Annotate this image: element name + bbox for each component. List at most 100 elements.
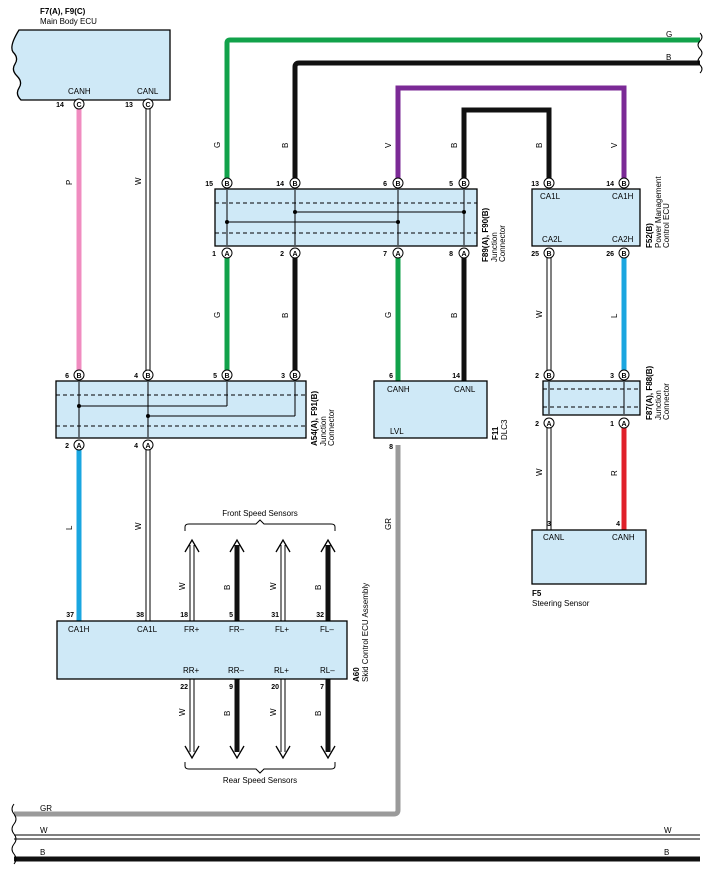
svg-text:CANL: CANL	[543, 533, 565, 542]
svg-text:38: 38	[136, 612, 144, 619]
svg-text:Connector: Connector	[498, 225, 507, 262]
svg-text:W: W	[134, 522, 143, 530]
svg-text:P: P	[65, 180, 74, 185]
svg-text:B: B	[546, 373, 551, 380]
svg-text:2: 2	[535, 421, 539, 428]
wire-b-top	[292, 60, 700, 181]
svg-text:18: 18	[180, 612, 188, 619]
svg-text:4: 4	[134, 373, 138, 380]
svg-text:B: B	[461, 181, 466, 188]
wire-gr	[14, 445, 401, 817]
svg-text:A: A	[546, 421, 551, 428]
svg-text:F52(B): F52(B)	[645, 223, 654, 248]
svg-text:G: G	[213, 312, 222, 318]
power-management-ecu: CA1L CA1H CA2L CA2H 13 B 14 B 25 B 26 B …	[531, 176, 671, 259]
svg-text:14: 14	[276, 181, 284, 188]
svg-text:CA2H: CA2H	[612, 235, 634, 244]
svg-text:CANH: CANH	[387, 385, 410, 394]
svg-text:5: 5	[229, 612, 233, 619]
front-sensors-brace	[184, 519, 336, 531]
svg-text:B: B	[223, 585, 232, 590]
svg-text:8: 8	[449, 251, 453, 258]
svg-text:7: 7	[383, 251, 387, 258]
svg-text:L: L	[610, 313, 619, 318]
svg-text:2: 2	[535, 373, 539, 380]
skid-control-ecu: CA1H CA1L FR+ FR– FL+ FL– RR+ RR– RL+ RL…	[56, 583, 370, 691]
svg-text:B: B	[546, 251, 551, 258]
rear-sensors-brace	[184, 762, 336, 774]
svg-text:B: B	[76, 373, 81, 380]
wire-b-pm	[461, 107, 552, 181]
svg-text:A60: A60	[352, 667, 361, 682]
steering-sensor: CANL CANH 3 4 F5 Steering Sensor	[531, 521, 647, 608]
svg-text:B: B	[546, 181, 551, 188]
rear-sensor-wires	[184, 679, 336, 760]
svg-text:B: B	[40, 848, 45, 857]
svg-text:CANH: CANH	[68, 87, 91, 96]
svg-text:F89(A), F90(B): F89(A), F90(B)	[481, 207, 490, 262]
svg-text:Power Management: Power Management	[654, 176, 663, 248]
svg-text:A: A	[145, 443, 150, 450]
svg-text:W: W	[178, 708, 187, 716]
svg-text:RR–: RR–	[228, 666, 245, 675]
svg-text:W: W	[535, 468, 544, 476]
svg-text:15: 15	[205, 181, 213, 188]
svg-text:B: B	[666, 53, 671, 62]
svg-text:G: G	[666, 30, 672, 39]
svg-text:Skid Control ECU Assembly: Skid Control ECU Assembly	[361, 583, 370, 682]
svg-text:R: R	[610, 470, 619, 476]
svg-text:FL+: FL+	[275, 625, 289, 634]
svg-text:B: B	[621, 181, 626, 188]
svg-text:C: C	[145, 102, 150, 109]
svg-text:F5: F5	[532, 589, 542, 598]
svg-text:F87(A), F88(B): F87(A), F88(B)	[645, 365, 654, 420]
svg-text:A54(A), F91(B): A54(A), F91(B)	[310, 391, 319, 446]
svg-text:W: W	[535, 310, 544, 318]
junction-a54: 6 B 4 B 5 B 3 B 2 A 4 A A54(A), F91(B) J…	[55, 369, 336, 451]
svg-text:26: 26	[606, 251, 614, 258]
svg-text:B: B	[450, 313, 459, 318]
wire-v	[395, 85, 627, 181]
svg-text:Junction: Junction	[654, 390, 663, 420]
svg-text:GR: GR	[384, 518, 393, 530]
svg-text:4: 4	[134, 443, 138, 450]
svg-text:B: B	[292, 373, 297, 380]
svg-text:13: 13	[531, 181, 539, 188]
svg-text:DLC3: DLC3	[500, 419, 509, 440]
svg-text:CA1L: CA1L	[137, 625, 158, 634]
svg-text:3: 3	[547, 521, 551, 528]
svg-text:W: W	[134, 177, 143, 185]
svg-text:13: 13	[125, 102, 133, 109]
svg-text:B: B	[535, 143, 544, 148]
rear-sensors-label: Rear Speed Sensors	[223, 776, 297, 785]
svg-text:2: 2	[280, 251, 284, 258]
svg-text:CA1H: CA1H	[612, 192, 634, 201]
front-sensors-label: Front Speed Sensors	[222, 509, 298, 518]
svg-text:A: A	[395, 251, 400, 258]
svg-text:LVL: LVL	[390, 427, 404, 436]
svg-text:B: B	[281, 313, 290, 318]
f89-bottom-pins: 1 A 2 A 7 A 8 A	[212, 247, 470, 259]
svg-text:B: B	[621, 373, 626, 380]
svg-text:14: 14	[452, 373, 460, 380]
svg-text:FL–: FL–	[320, 625, 334, 634]
svg-text:G: G	[213, 142, 222, 148]
svg-text:14: 14	[56, 102, 64, 109]
svg-text:FR–: FR–	[229, 625, 245, 634]
svg-text:Steering Sensor: Steering Sensor	[532, 599, 590, 608]
svg-text:1: 1	[610, 421, 614, 428]
svg-text:V: V	[384, 142, 393, 148]
svg-text:5: 5	[213, 373, 217, 380]
svg-text:W: W	[178, 582, 187, 590]
svg-text:6: 6	[383, 181, 387, 188]
main-body-ecu: F7(A), F9(C) Main Body ECU CANH CANL 14 …	[11, 7, 171, 110]
svg-text:Connector: Connector	[327, 409, 336, 446]
svg-text:B: B	[450, 143, 459, 148]
dlc3: CANH CANL LVL 6 14 8 F11 DLC3	[373, 373, 509, 451]
svg-text:22: 22	[180, 684, 188, 691]
svg-text:25: 25	[531, 251, 539, 258]
svg-text:3: 3	[610, 373, 614, 380]
svg-text:B: B	[224, 373, 229, 380]
svg-text:37: 37	[66, 612, 74, 619]
